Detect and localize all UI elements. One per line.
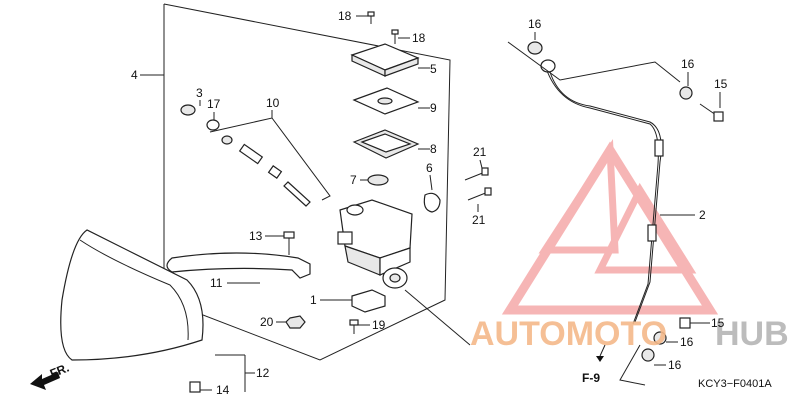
master-cylinder-assembly-frame	[140, 3, 451, 361]
callout-20: 20	[260, 315, 274, 329]
hose-bottom-leader	[619, 344, 646, 386]
diagram-code: KCY3−F0401A	[698, 378, 772, 390]
piston-kit-10	[209, 110, 331, 207]
callout-18-right: 18	[412, 31, 426, 45]
hand-guard	[60, 229, 255, 392]
callout-15-bottom: 15	[711, 316, 725, 330]
seal-3	[180, 100, 201, 116]
cap-plate-9	[352, 87, 430, 115]
screw-19	[349, 319, 370, 334]
brake-lever	[166, 252, 311, 284]
bolt-21-lower	[467, 187, 492, 212]
watermark-text-right: HUB	[715, 315, 789, 353]
callout-2: 2	[699, 208, 706, 222]
callout-15-top: 15	[714, 77, 728, 91]
callout-16-top-left: 16	[528, 17, 542, 31]
callout-7: 7	[350, 173, 357, 187]
washer-16-bottom-a	[653, 331, 678, 345]
callout-17: 17	[207, 97, 221, 111]
callout-9: 9	[430, 101, 437, 115]
boot-7	[360, 174, 389, 186]
reference-arrow-icon	[596, 344, 606, 362]
callout-13: 13	[249, 229, 263, 243]
callout-16-bottom-b: 16	[668, 358, 682, 372]
washer-16-bottom-b	[641, 348, 666, 366]
banjo-bolt-15-bottom	[679, 317, 710, 329]
callout-21-upper: 21	[473, 145, 487, 159]
callout-10: 10	[266, 96, 280, 110]
brake-hose	[507, 41, 695, 325]
callout-12: 12	[256, 366, 270, 380]
callout-6: 6	[426, 161, 433, 175]
screw-18-top	[356, 11, 375, 24]
callout-3: 3	[196, 86, 203, 100]
callout-5: 5	[430, 62, 437, 76]
brake-switch	[328, 289, 386, 313]
screw-18-right	[391, 29, 410, 44]
reservoir-cap-5	[350, 43, 430, 77]
callout-14: 14	[216, 383, 230, 397]
callout-18-top: 18	[338, 9, 352, 23]
callout-21-lower: 21	[472, 213, 486, 227]
callout-4: 4	[131, 68, 138, 82]
callout-1: 1	[310, 293, 317, 307]
reference-label-f9: F-9	[582, 371, 600, 385]
callout-16-top-right: 16	[681, 57, 695, 71]
callout-16-bottom-a: 16	[680, 335, 694, 349]
circlip-17	[206, 112, 220, 131]
front-direction-arrow-icon	[30, 372, 60, 390]
pivot-bolt-13	[265, 231, 295, 255]
holder-6	[423, 174, 441, 213]
front-direction-label: FR.	[48, 361, 71, 381]
washer-16-top-right	[679, 72, 693, 100]
watermark-triangle-logo	[501, 139, 719, 315]
screw-14	[189, 381, 212, 393]
bolt-21-upper	[464, 159, 489, 181]
master-cylinder-body	[320, 199, 471, 346]
washer-16-top-left	[527, 32, 543, 55]
callout-19: 19	[372, 318, 386, 332]
callout-8: 8	[430, 142, 437, 156]
nut-20	[276, 315, 306, 329]
callout-11: 11	[210, 276, 223, 290]
watermark-text-left: AUTOMOTO	[470, 315, 667, 353]
diaphragm-8	[352, 129, 430, 159]
banjo-bolt-15-top	[699, 92, 724, 122]
